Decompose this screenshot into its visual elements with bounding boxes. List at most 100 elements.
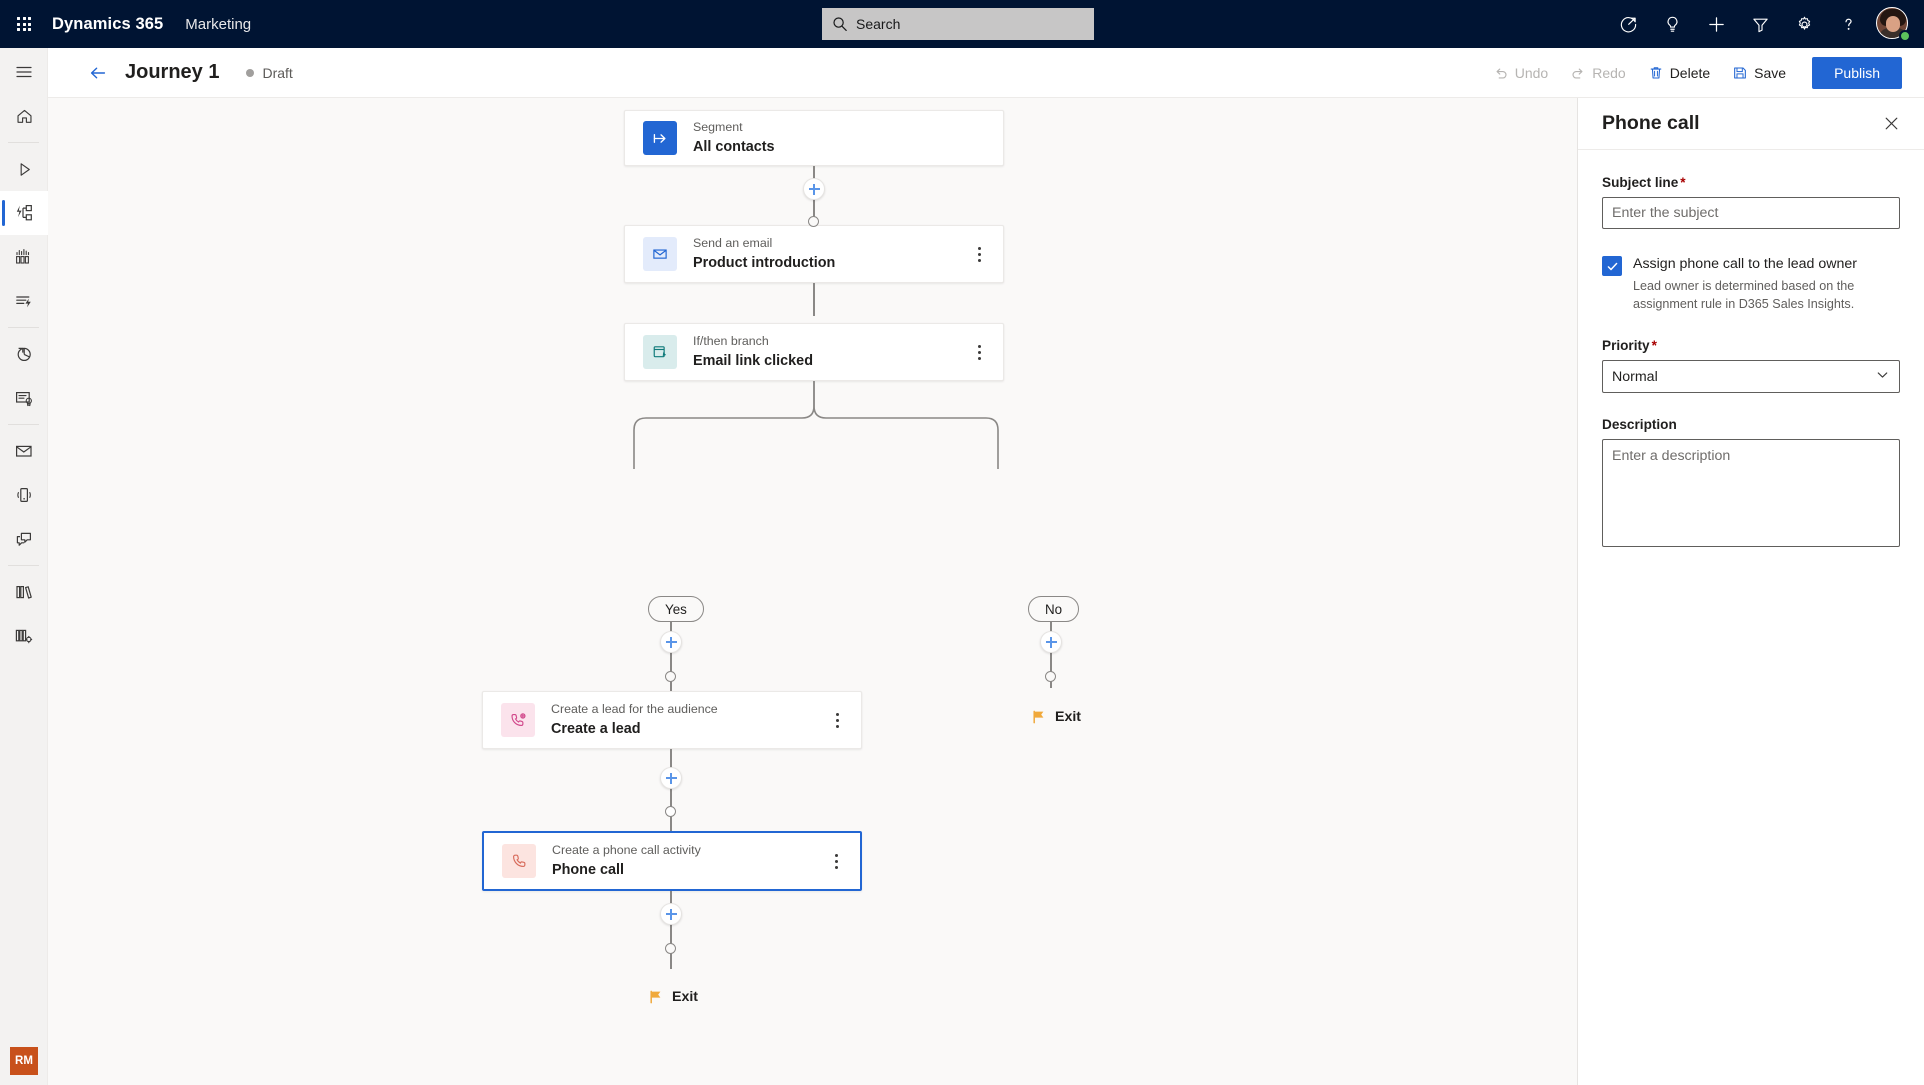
- top-navigation-bar: Dynamics 365 Marketing Search: [0, 0, 1924, 48]
- branch-split-connectors: [633, 381, 999, 469]
- assign-lead-owner-checkbox[interactable]: [1602, 256, 1622, 276]
- journey-node-email[interactable]: Send an email Product introduction: [624, 225, 1004, 283]
- connector-email-branch: [813, 283, 815, 316]
- help-icon[interactable]: [1826, 0, 1870, 48]
- node-menu-button[interactable]: [969, 341, 989, 363]
- flag-icon: [1033, 710, 1044, 724]
- envelope-icon: [643, 237, 677, 271]
- trash-icon: [1650, 67, 1662, 79]
- journey-node-phone-call[interactable]: Create a phone call activity Phone call: [482, 831, 862, 891]
- node-menu-button[interactable]: [969, 243, 989, 265]
- panel-title: Phone call: [1602, 112, 1700, 134]
- sidebar-item-library[interactable]: [0, 570, 48, 614]
- priority-group: Priority* Normal: [1602, 338, 1900, 394]
- search-input[interactable]: Search: [822, 8, 1094, 40]
- priority-label-text: Priority: [1602, 338, 1650, 354]
- journey-canvas[interactable]: Segment All contacts Send an email Produ…: [48, 98, 1577, 1085]
- node-menu-button[interactable]: [826, 850, 846, 872]
- node-menu-button[interactable]: [827, 709, 847, 731]
- sidebar-item-library-settings[interactable]: [0, 614, 48, 658]
- journey-node-create-lead[interactable]: Create a lead for the audience Create a …: [482, 691, 862, 749]
- sidebar-item-hamburger[interactable]: [0, 50, 48, 94]
- properties-panel: Phone call Subject line* Assign phone ca…: [1577, 98, 1924, 1085]
- add-step-button-3[interactable]: [660, 903, 682, 925]
- add-step-button-2[interactable]: [660, 767, 682, 789]
- avatar[interactable]: [1876, 7, 1911, 42]
- description-textarea[interactable]: [1602, 439, 1900, 548]
- redo-label: Redo: [1592, 65, 1626, 81]
- exit-marker-no: Exit: [1032, 709, 1081, 725]
- rail-divider-2: [8, 327, 39, 328]
- lightbulb-icon[interactable]: [1650, 0, 1694, 48]
- priority-select[interactable]: Normal: [1602, 360, 1900, 394]
- add-step-button-1[interactable]: [803, 178, 825, 200]
- undo-label: Undo: [1514, 65, 1549, 81]
- subject-line-label: Subject line*: [1602, 175, 1900, 190]
- sidebar-item-forms[interactable]: [0, 376, 48, 420]
- sidebar-item-emails[interactable]: [0, 429, 48, 473]
- journey-node-segment[interactable]: Segment All contacts: [624, 110, 1004, 166]
- exit-label: Exit: [672, 989, 699, 1005]
- sidebar-item-text-messages[interactable]: [0, 473, 48, 517]
- publish-button[interactable]: Publish: [1812, 57, 1902, 89]
- rail-divider-4: [8, 565, 39, 566]
- filter-icon[interactable]: [1738, 0, 1782, 48]
- node-text: Send an email Product introduction: [693, 236, 835, 272]
- sidebar-item-push-notifications[interactable]: [0, 517, 48, 561]
- user-initials-badge[interactable]: RM: [10, 1047, 38, 1075]
- connector-segment-email: [813, 166, 815, 245]
- search-icon: [833, 17, 847, 31]
- node-name-label: Product introduction: [693, 254, 836, 271]
- save-icon: [1734, 67, 1747, 79]
- node-text: Segment All contacts: [693, 120, 775, 156]
- required-asterisk: *: [1651, 338, 1657, 354]
- diagnostics-icon[interactable]: [1606, 0, 1650, 48]
- sidebar-item-recent[interactable]: [0, 147, 48, 191]
- plus-icon[interactable]: [1694, 0, 1738, 48]
- sidebar-item-journeys[interactable]: [0, 191, 48, 235]
- journey-node-branch[interactable]: If/then branch Email link clicked: [624, 323, 1004, 381]
- connector-dot-1: [808, 216, 819, 227]
- sidebar-item-home[interactable]: [0, 94, 48, 138]
- connector-dot-yes: [665, 671, 676, 682]
- gear-icon[interactable]: [1782, 0, 1826, 48]
- sidebar-item-triggers[interactable]: [0, 279, 48, 323]
- connector-dot-2: [665, 806, 676, 817]
- redo-icon: [1572, 68, 1583, 79]
- add-step-button-yes[interactable]: [660, 631, 682, 653]
- branch-label-yes[interactable]: Yes: [648, 596, 704, 622]
- sidebar-item-analytics[interactable]: [0, 332, 48, 376]
- app-name: Marketing: [185, 15, 252, 33]
- close-icon[interactable]: [1878, 111, 1904, 137]
- search-placeholder-text: Search: [856, 16, 901, 32]
- priority-selected-value: Normal: [1612, 368, 1658, 385]
- save-button[interactable]: Save: [1722, 56, 1796, 90]
- chevron-down-icon: [1876, 368, 1889, 385]
- delete-button[interactable]: Delete: [1638, 56, 1720, 90]
- assign-lead-owner-text: Assign phone call to the lead owner Lead…: [1633, 255, 1900, 314]
- status-dot: [246, 68, 255, 77]
- node-text: Create a lead for the audience Create a …: [551, 702, 718, 738]
- back-button[interactable]: [85, 60, 111, 86]
- assign-lead-owner-help: Lead owner is determined based on the as…: [1633, 279, 1855, 312]
- node-type-label: Segment: [693, 120, 743, 135]
- create-lead-icon: [501, 703, 535, 737]
- app-launcher-icon[interactable]: [0, 0, 48, 48]
- brand-title: Dynamics 365: [52, 14, 164, 33]
- add-step-button-no[interactable]: [1040, 631, 1062, 653]
- rail-divider-1: [8, 142, 39, 143]
- sidebar-item-segments[interactable]: [0, 235, 48, 279]
- description-group: Description: [1602, 417, 1900, 552]
- undo-icon: [1496, 68, 1507, 79]
- connector-dot-3: [665, 943, 676, 954]
- redo-button[interactable]: Redo: [1560, 56, 1635, 90]
- subject-line-input[interactable]: [1602, 197, 1900, 229]
- top-nav-actions: [1606, 0, 1914, 48]
- node-name-label: Email link clicked: [693, 352, 813, 369]
- priority-label: Priority*: [1602, 338, 1900, 353]
- status-text: Draft: [262, 64, 293, 81]
- undo-button[interactable]: Undo: [1483, 56, 1558, 90]
- page-title: Journey 1: [125, 61, 220, 83]
- branch-label-no[interactable]: No: [1028, 596, 1080, 622]
- connector-no-exit: [1050, 622, 1052, 688]
